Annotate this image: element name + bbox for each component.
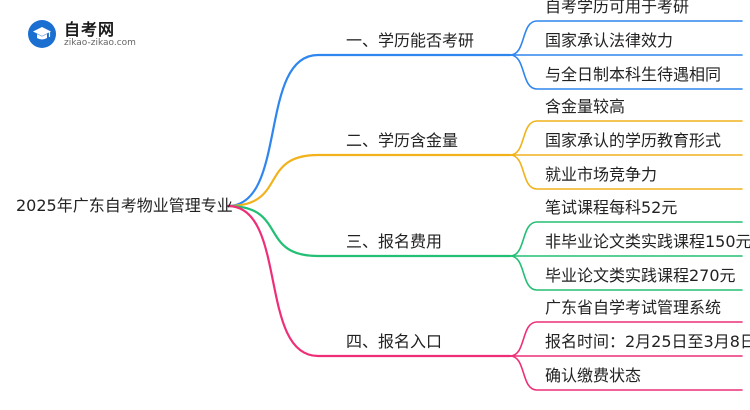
child-link xyxy=(509,120,743,156)
branch-topic: 二、学历含金量 xyxy=(346,131,459,150)
child-link xyxy=(509,255,743,291)
branch-topic: 一、学历能否考研 xyxy=(346,31,475,50)
branch-link xyxy=(226,204,512,258)
child-link xyxy=(509,221,743,257)
subtopic: 就业市场竞争力 xyxy=(545,165,658,184)
subtopic: 报名时间：2月25日至3月8日 xyxy=(545,332,750,351)
child-link xyxy=(509,54,743,90)
subtopic: 非毕业论文类实践课程150元 xyxy=(545,232,750,251)
child-link xyxy=(509,20,743,56)
site-name: 自考网 xyxy=(64,20,116,39)
subtopic: 毕业论文类实践课程270元 xyxy=(545,266,736,285)
branch-link xyxy=(226,53,512,208)
subtopic: 广东省自学考试管理系统 xyxy=(545,298,722,317)
root-topic: 2025年广东自考物业管理专业 xyxy=(16,196,233,215)
subtopic: 国家承认法律效力 xyxy=(545,31,674,50)
subtopic: 自考学历可用于考研 xyxy=(545,0,690,16)
branch-link xyxy=(226,204,512,358)
subtopic: 笔试课程每科52元 xyxy=(545,198,678,217)
child-link xyxy=(509,321,743,357)
graduation-cap-icon xyxy=(28,20,56,48)
subtopic: 确认缴费状态 xyxy=(545,366,642,385)
branch-topic: 三、报名费用 xyxy=(346,232,443,251)
child-link xyxy=(509,154,743,190)
subtopic: 与全日制本科生待遇相同 xyxy=(545,65,722,84)
subtopic: 国家承认的学历教育形式 xyxy=(545,131,722,150)
branch-topic: 四、报名入口 xyxy=(346,332,443,351)
child-link xyxy=(509,355,743,391)
branch-link xyxy=(226,153,512,208)
site-url: zikao-zikao.com xyxy=(64,38,136,48)
subtopic: 含金量较高 xyxy=(545,97,626,116)
site-logo: 自考网 zikao-zikao.com xyxy=(28,14,168,54)
